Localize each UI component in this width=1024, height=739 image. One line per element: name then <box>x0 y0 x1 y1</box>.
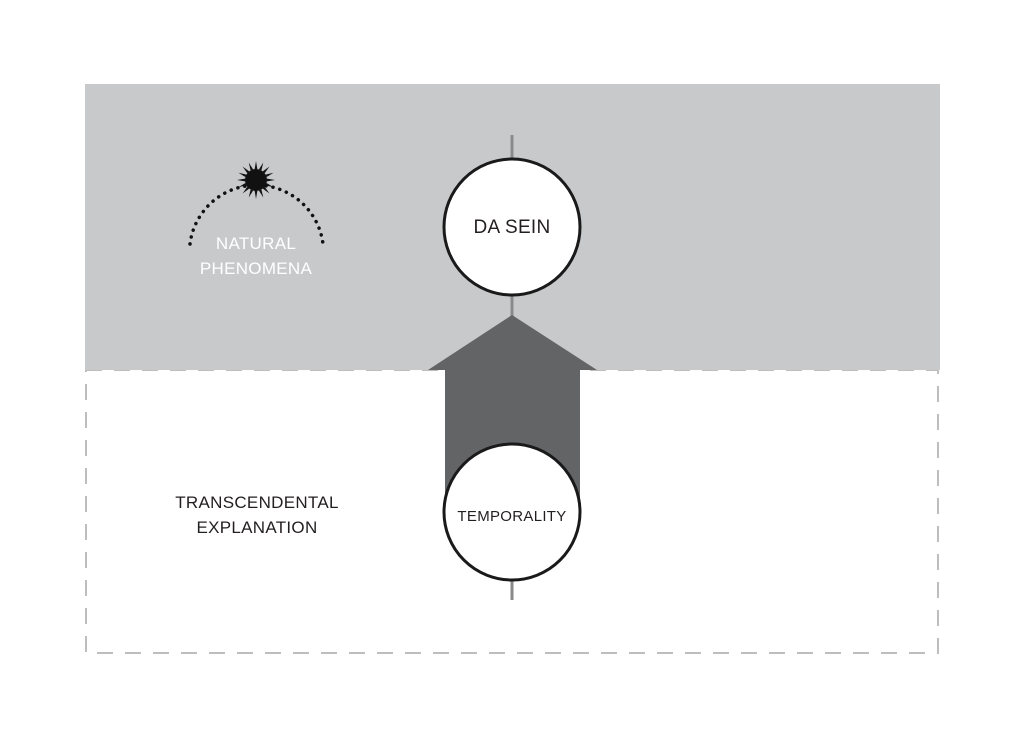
sun-ray <box>258 189 264 198</box>
sun-ray <box>262 186 270 194</box>
sun-ray <box>266 178 275 182</box>
sun-ray <box>248 189 254 198</box>
dasein-circle <box>442 157 582 297</box>
natural-phenomena-label-line1: NATURAL <box>216 234 296 253</box>
sun-ray <box>265 172 274 178</box>
sun-ray <box>254 161 258 170</box>
sun-ray <box>238 172 247 178</box>
temporality-circle <box>442 442 582 582</box>
sun-ray <box>242 166 250 174</box>
transcendental-label-line1: TRANSCENDENTAL <box>175 493 339 512</box>
sun-icon <box>237 161 275 199</box>
sun-ray <box>265 182 274 188</box>
dotted-arc <box>188 183 325 246</box>
dasein-label: DA SEIN <box>473 217 550 238</box>
sun-ray <box>237 178 246 182</box>
transcendental-label-line2: EXPLANATION <box>196 518 317 537</box>
natural-phenomena-label-line2: PHENOMENA <box>200 259 313 278</box>
sun-ray <box>262 166 270 174</box>
sun-ray <box>254 190 258 199</box>
sun-ray <box>258 162 264 171</box>
sun-ray <box>242 186 250 194</box>
sun-ray <box>248 162 254 171</box>
sun-ray <box>238 182 247 188</box>
temporality-label: TEMPORALITY <box>457 508 566 525</box>
